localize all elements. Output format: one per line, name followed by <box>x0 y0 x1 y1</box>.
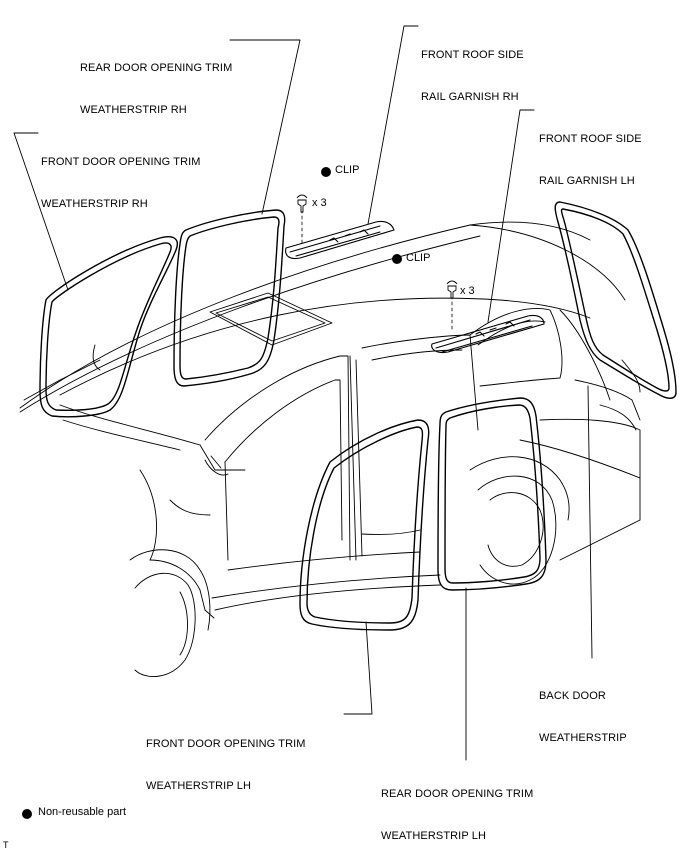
label-front-roof-side-rail-garnish-lh: FRONT ROOF SIDE RAIL GARNISH LH <box>539 133 642 187</box>
rear-door-weatherstrip-lh <box>437 397 547 591</box>
label-back-door-weatherstrip: BACK DOOR WEATHERSTRIP <box>539 690 627 744</box>
label-rear-door-weatherstrip-rh: REAR DOOR OPENING TRIM WEATHERSTRIP RH <box>80 62 233 116</box>
clip-label-lh: CLIP <box>406 252 431 264</box>
clip-label-rh: CLIP <box>335 164 360 176</box>
front-roof-side-rail-garnish-lh <box>431 314 545 354</box>
filled-circle-icon <box>22 809 32 819</box>
vehicle-body <box>19 221 641 677</box>
filled-circle-icon <box>392 254 402 264</box>
clip-guide-lines <box>301 209 453 331</box>
label-front-door-weatherstrip-lh: FRONT DOOR OPENING TRIM WEATHERSTRIP LH <box>146 738 306 792</box>
push-clip-icon <box>446 280 458 299</box>
label-front-door-weatherstrip-rh: FRONT DOOR OPENING TRIM WEATHERSTRIP RH <box>41 156 201 210</box>
front-roof-side-rail-garnish-rh <box>285 220 395 260</box>
front-door-weatherstrip-lh <box>299 419 430 631</box>
leader-lines <box>13 25 593 761</box>
corner-mark: T <box>3 840 9 850</box>
push-clip-icon <box>296 194 308 213</box>
back-door-weatherstrip <box>554 201 677 399</box>
filled-circle-icon <box>321 167 331 177</box>
legend-non-reusable-part: Non-reusable part <box>38 806 127 818</box>
rear-door-weatherstrip-rh <box>173 209 286 387</box>
label-rear-door-weatherstrip-lh: REAR DOOR OPENING TRIM WEATHERSTRIP LH <box>381 788 534 842</box>
clip-quantity-rh: x 3 <box>312 197 327 209</box>
label-front-roof-side-rail-garnish-rh: FRONT ROOF SIDE RAIL GARNISH RH <box>421 49 524 103</box>
front-door-weatherstrip-rh <box>39 236 178 418</box>
clip-quantity-lh: x 3 <box>460 285 475 297</box>
